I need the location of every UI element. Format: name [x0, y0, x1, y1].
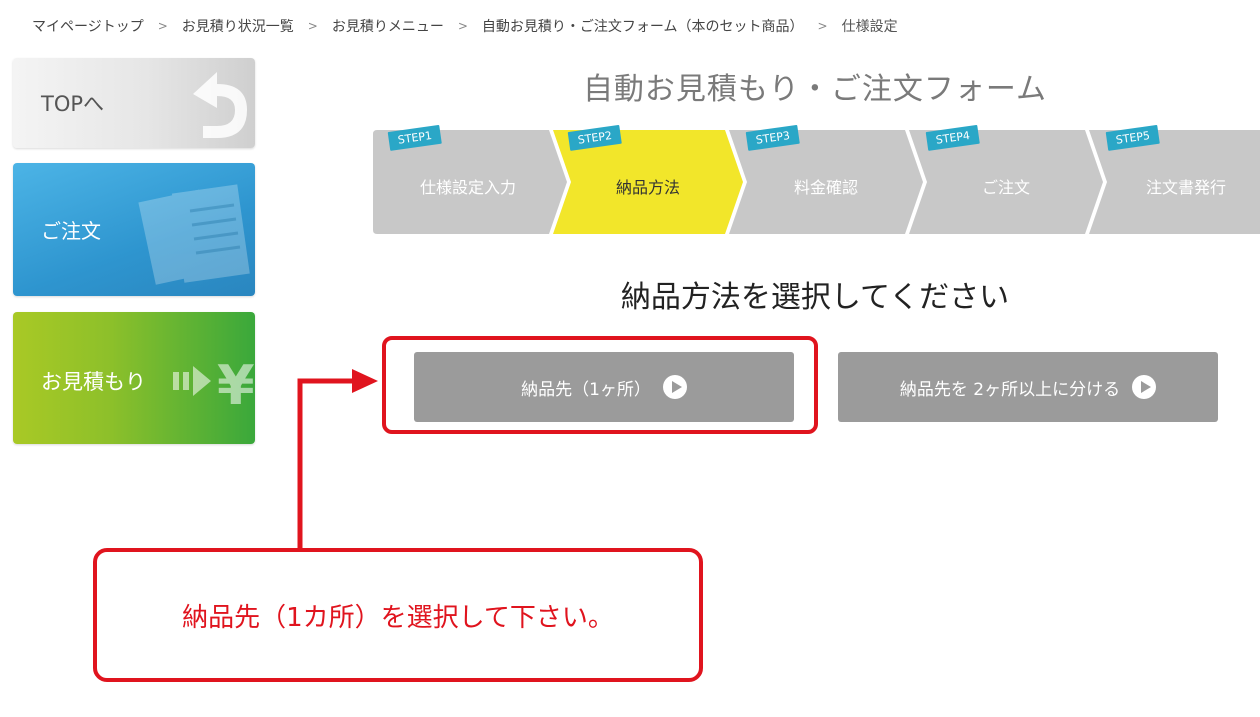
breadcrumb-item-quote-status-list[interactable]: お見積り状況一覧 — [181, 19, 294, 35]
document-icon — [138, 184, 250, 285]
breadcrumb-separator: > — [157, 19, 168, 33]
top-button[interactable]: TOPへ — [13, 58, 255, 148]
breadcrumb-item-mypage-top[interactable]: マイページトップ — [32, 19, 144, 35]
top-button-label: TOPへ — [41, 92, 105, 116]
breadcrumb-separator: > — [817, 19, 828, 33]
step-5-label: 注文書発行 — [1145, 178, 1226, 197]
delivery-method-prompt: 納品方法を選択してください — [620, 280, 1010, 315]
svg-text:¥: ¥ — [217, 354, 255, 417]
step-4-label: ご注文 — [981, 178, 1030, 197]
breadcrumb-separator: > — [307, 19, 318, 33]
single-delivery-label: 納品先（1ヶ所） — [521, 379, 651, 400]
breadcrumb: マイページトップ > お見積り状況一覧 > お見積りメニュー > 自動お見積り・… — [32, 14, 898, 38]
step-2-label: 納品方法 — [615, 178, 680, 197]
multiple-delivery-label: 納品先を 2ヶ所以上に分ける — [899, 379, 1121, 400]
arrow-yen-icon: ¥ — [173, 354, 255, 417]
multiple-delivery-button[interactable]: 納品先を 2ヶ所以上に分ける — [838, 352, 1218, 422]
breadcrumb-item-auto-quote-form[interactable]: 自動お見積り・ご注文フォーム（本のセット商品） — [481, 19, 804, 35]
order-button-label: ご注文 — [41, 219, 101, 243]
single-delivery-button[interactable]: 納品先（1ヶ所） — [414, 352, 794, 422]
return-arrow-icon — [193, 72, 247, 138]
breadcrumb-item-spec-settings: 仕様設定 — [841, 19, 898, 35]
quote-button[interactable]: お見積もり ¥ — [13, 312, 255, 444]
order-button[interactable]: ご注文 — [13, 163, 255, 296]
quote-button-label: お見積もり — [41, 370, 146, 394]
step-progress: STEP1 仕様設定入力 STEP2 納品方法 STEP3 料金確認 STEP4… — [373, 124, 1260, 236]
play-arrow-icon — [662, 375, 687, 399]
breadcrumb-item-quote-menu[interactable]: お見積りメニュー — [331, 19, 444, 35]
instruction-callout: 納品先（1カ所）を選択して下さい。 — [93, 548, 703, 682]
step-1-label: 仕様設定入力 — [419, 178, 516, 197]
step-arrows — [373, 130, 1260, 234]
breadcrumb-separator: > — [457, 19, 468, 33]
highlight-frame — [382, 336, 818, 434]
instruction-callout-text: 納品先（1カ所）を選択して下さい。 — [182, 602, 614, 633]
play-arrow-icon — [1132, 375, 1157, 399]
step-3-label: 料金確認 — [793, 178, 858, 197]
form-title: 自動お見積もり・ご注文フォーム — [582, 72, 1048, 107]
